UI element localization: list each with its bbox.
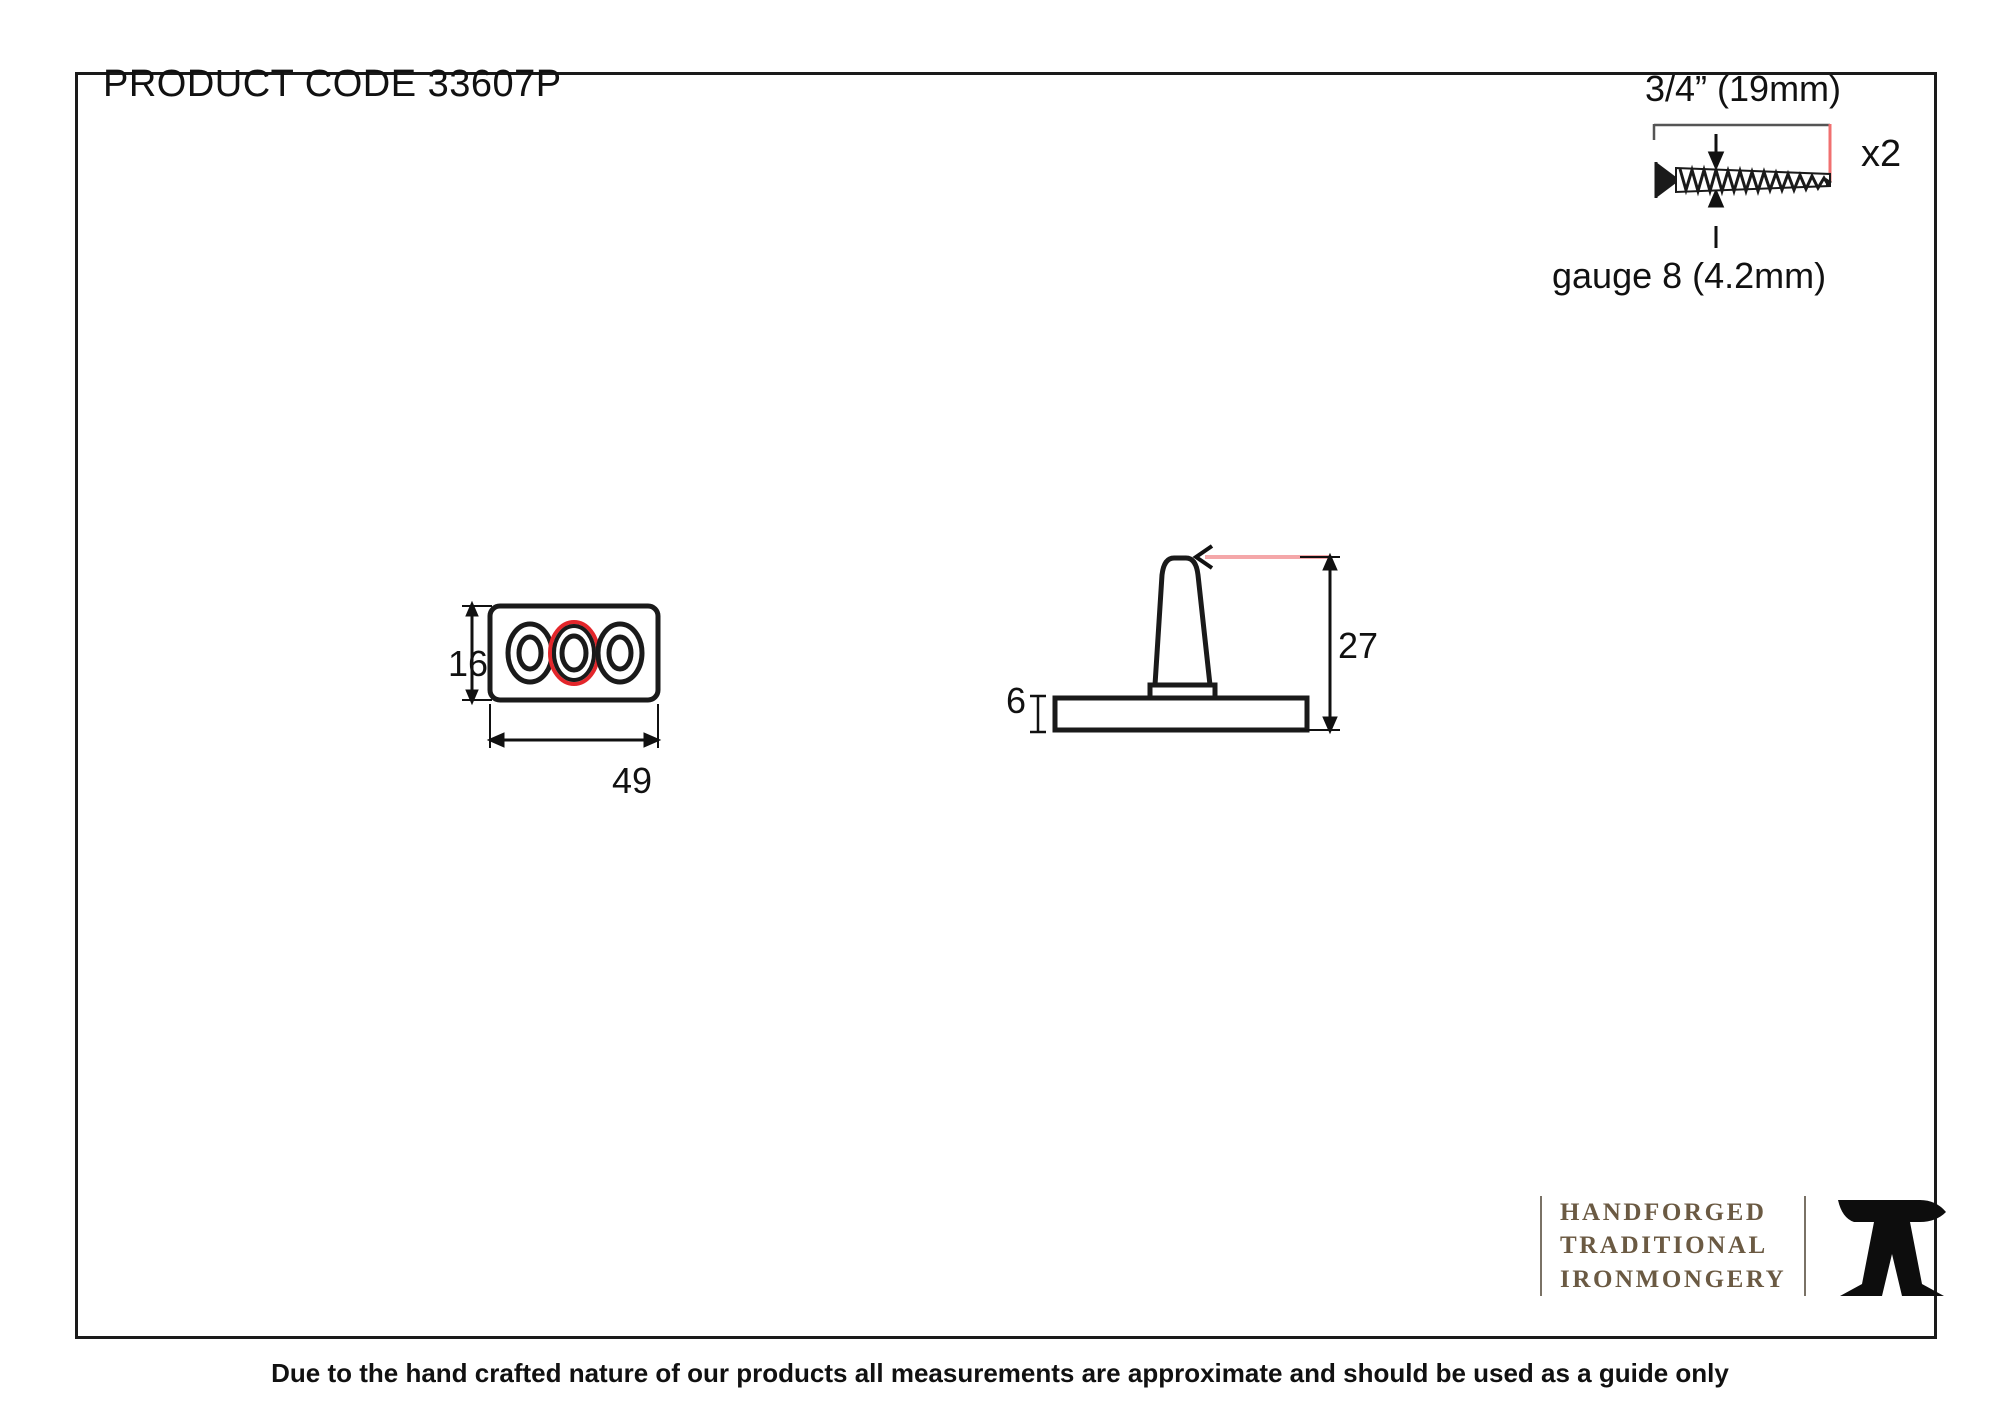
front-view-drawing <box>462 600 662 748</box>
logo-divider-right <box>1804 1196 1807 1296</box>
brand-logo: HANDFORGED TRADITIONAL IRONMONGERY <box>1540 1190 1952 1302</box>
logo-line-2: TRADITIONAL <box>1560 1232 1768 1260</box>
height-dimension-16 <box>462 600 492 706</box>
screw-illustration <box>1652 123 1832 248</box>
disclaimer-text: Due to the hand crafted nature of our pr… <box>271 1358 1729 1388</box>
peg-profile <box>1152 555 1213 688</box>
anvil-icon <box>1832 1192 1952 1300</box>
screw-gauge-label: gauge 8 (4.2mm) <box>1552 255 1827 296</box>
logo-line-1: HANDFORGED <box>1560 1199 1767 1227</box>
page-title: PRODUCT CODE 33607P <box>103 63 562 105</box>
backplate-outline <box>487 603 661 703</box>
drawing-frame-border <box>75 72 1937 1339</box>
screw-thread <box>1675 164 1832 197</box>
height-dimension-27 <box>1300 552 1340 735</box>
logo-line-3: IRONMONGERY <box>1560 1265 1787 1293</box>
screw-gauge-arrows <box>1707 134 1725 248</box>
logo-divider-left <box>1540 1196 1542 1296</box>
logo-text: HANDFORGED TRADITIONAL IRONMONGERY <box>1542 1196 1804 1296</box>
front-view-height-label: 16 <box>448 643 489 684</box>
screw-quantity-label: x2 <box>1861 133 1902 175</box>
base-plate-profile <box>1052 695 1310 733</box>
screw-head <box>1654 162 1680 198</box>
width-dimension-49 <box>486 704 662 748</box>
side-view-thickness-label: 6 <box>1006 680 1027 721</box>
screw-hole-right <box>595 621 645 685</box>
thickness-dimension-6 <box>1030 694 1046 734</box>
front-view-width-label: 49 <box>612 760 653 801</box>
screw-length-label: 3/4” (19mm) <box>1645 68 1842 109</box>
peg-top-arrowhead <box>1192 544 1214 570</box>
side-view-height-label: 27 <box>1338 625 1379 666</box>
screw-length-bracket <box>1652 123 1830 140</box>
side-view-drawing <box>1030 544 1340 735</box>
